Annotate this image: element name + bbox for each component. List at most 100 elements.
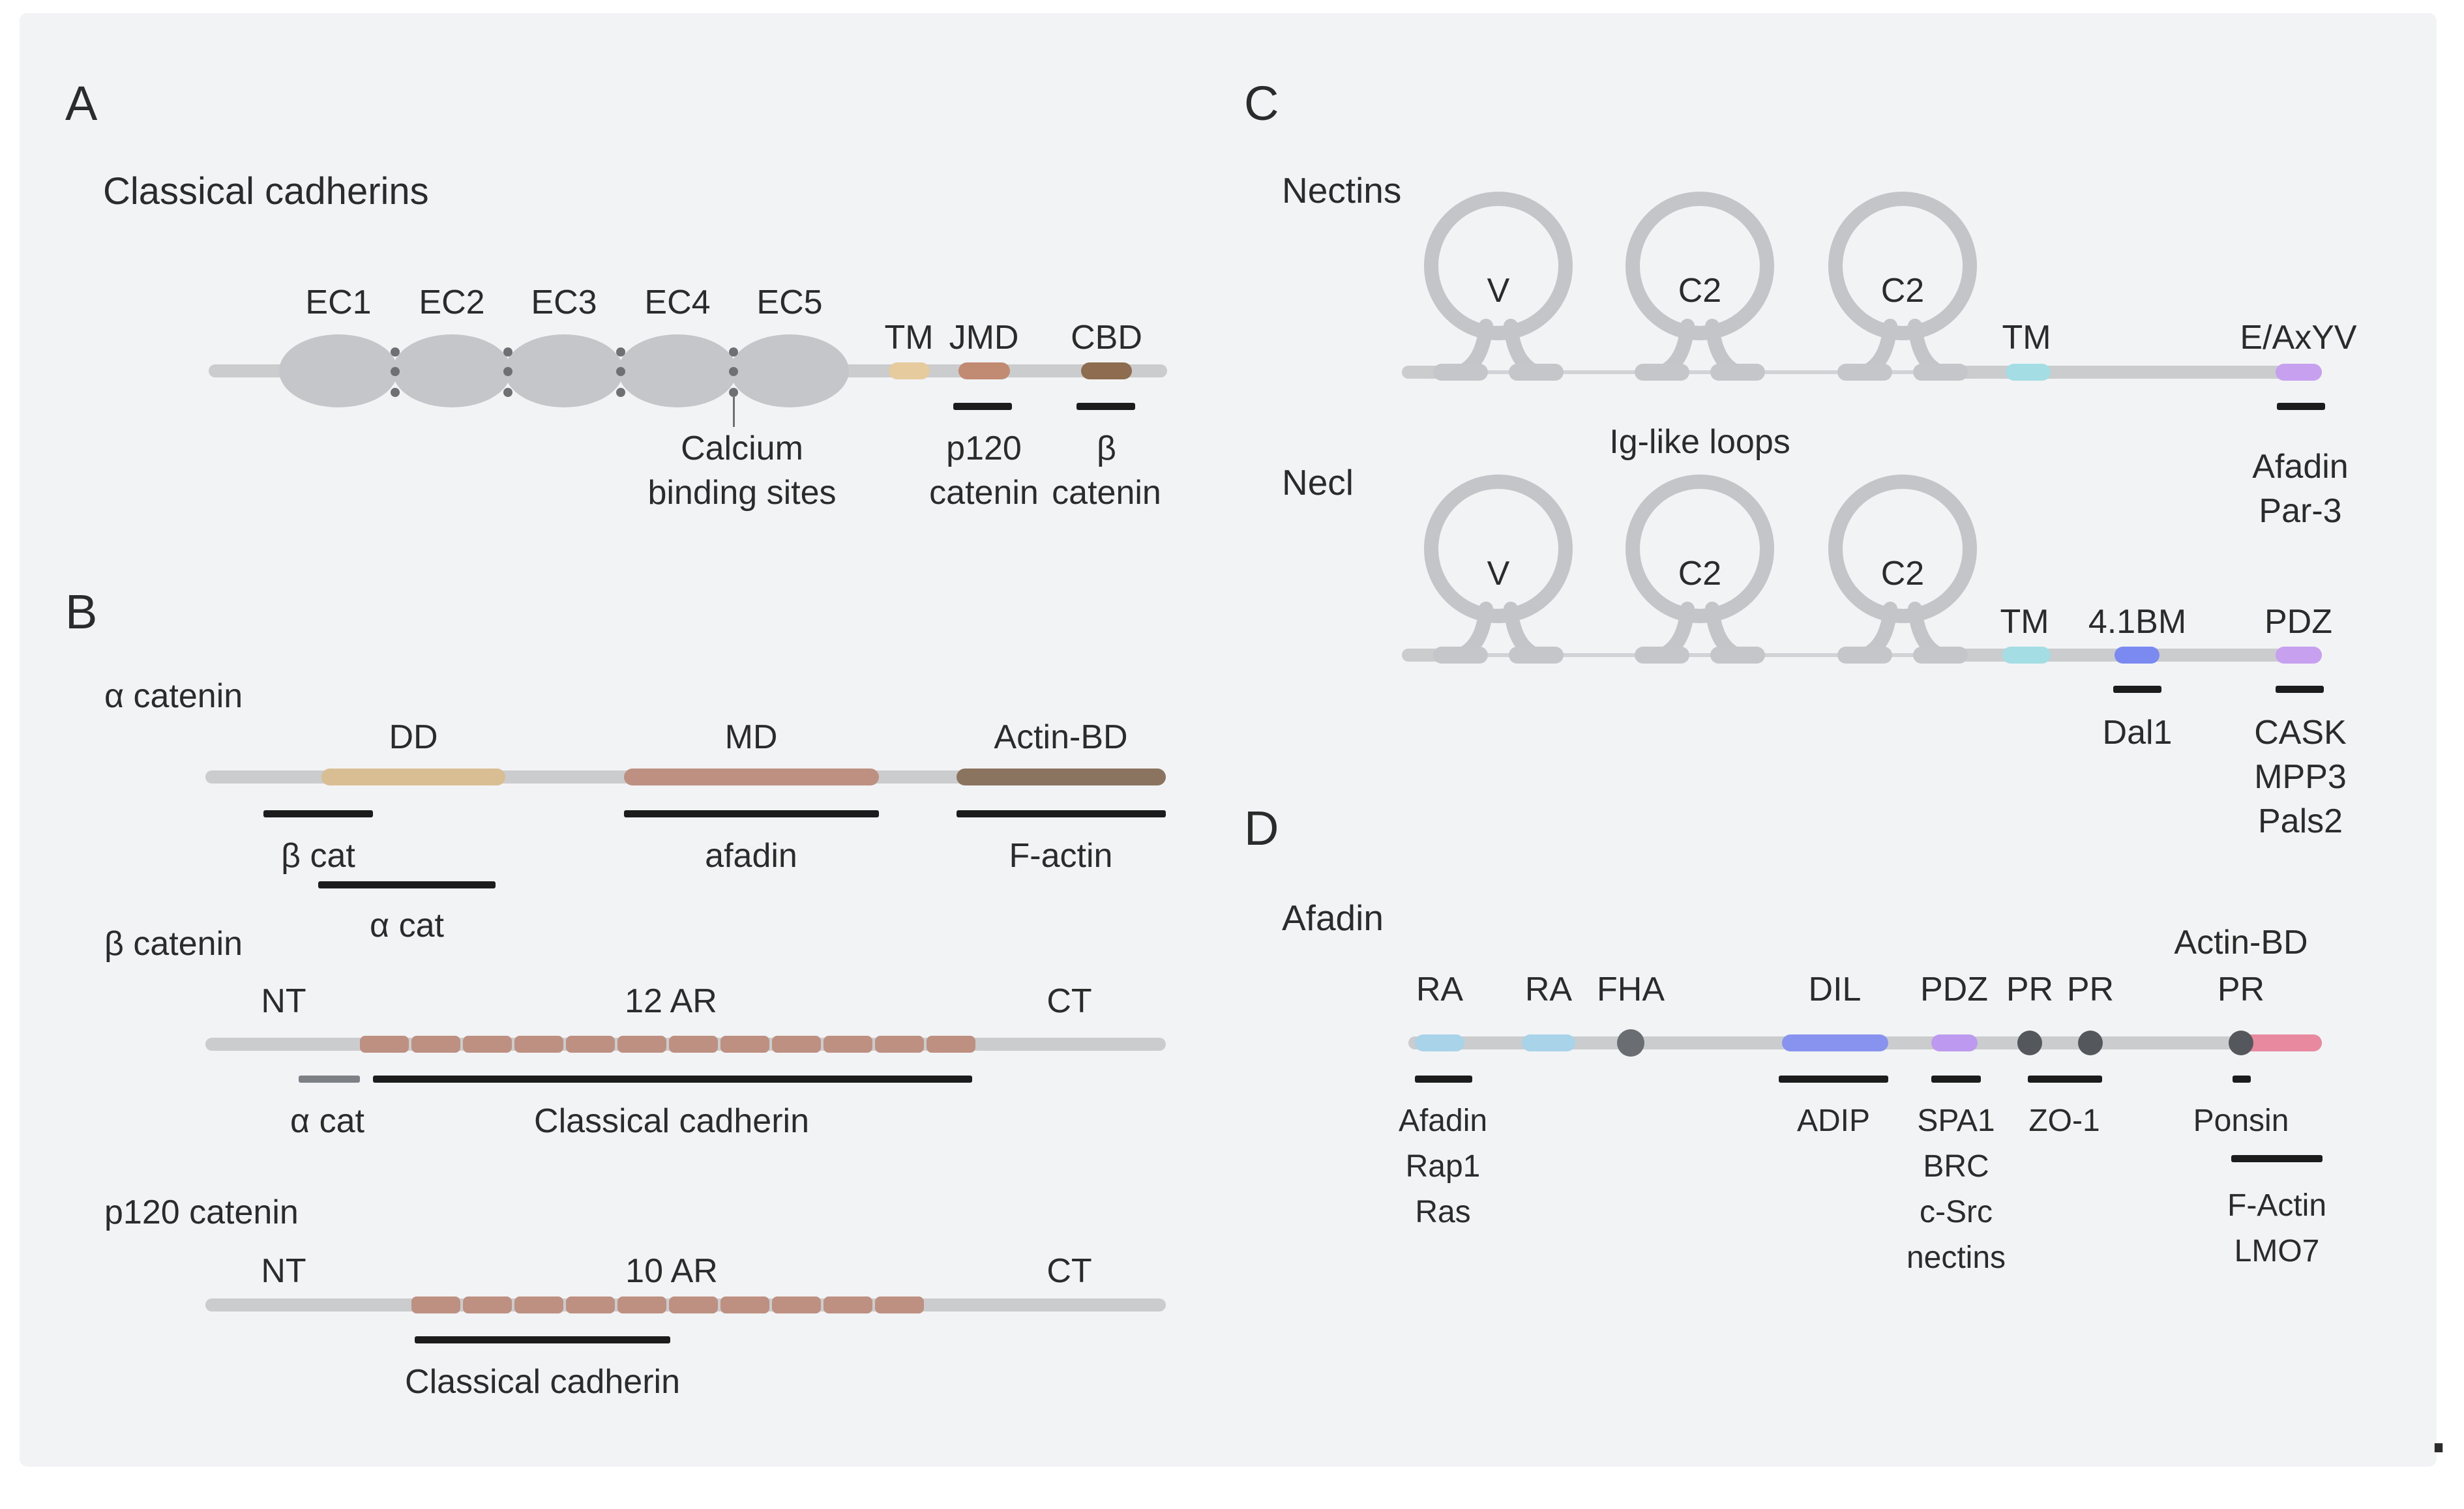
afadin-actinbd-label: Actin-BD [2174,924,2308,961]
ec5-domain [730,334,849,407]
calcium-dot [503,388,512,397]
alpha-cat-binding-underline-gray [299,1076,360,1083]
nectin-binder-par3: Par-3 [2259,492,2342,530]
loop-foot [1837,364,1892,381]
nectin-motif-label: E/AxYV [2240,319,2357,357]
caption-period: . [2427,1375,2451,1471]
afadin-ra2-domain [1522,1034,1575,1051]
loop-foot [1913,364,1968,381]
beta-binder-line2: catenin [1052,474,1161,512]
afadin-binder-spa1: SPA1 [1917,1104,1995,1138]
nectin-motif-domain [2276,364,2322,381]
necl-tm-domain [2002,647,2051,664]
md-label: MD [724,718,778,756]
afadin-ra2-label: RA [1524,971,1573,1008]
calcium-pointer-line [733,397,735,427]
panel-a-title: Classical cadherins [103,170,429,212]
necl-loop-v-label: V [1487,555,1510,593]
beta-armadillo-repeats [360,1036,975,1053]
afadin-binder-afadin: Afadin [1398,1104,1488,1138]
panel-b-letter: B [65,585,98,639]
panel-c-letter: C [1244,76,1279,130]
ec5-label: EC5 [756,284,823,321]
afadin-pr3-domain [2229,1031,2253,1055]
afadin-binder-csrc: c-Src [1920,1195,1993,1229]
tm-domain [889,362,930,379]
beta-binder-line1: β [1097,430,1116,467]
necl-binder-mpp3: MPP3 [2254,758,2347,796]
classical-cadherin-binder-label: Classical cadherin [405,1363,680,1401]
p120-binder-line1: p120 [946,430,1022,467]
figure-background [20,13,2437,1467]
nectin-loop-c2-label: C2 [1880,272,1925,310]
dd-domain [321,769,505,785]
afadin-pr2-domain [2078,1031,2103,1055]
afadin-dil-domain [1782,1034,1888,1051]
afadin-binding-underline [624,810,879,817]
afadin-binder-rap1: Rap1 [1405,1149,1481,1184]
tm-label: TM [884,319,934,357]
beta-catenin-title: β catenin [104,925,243,963]
afadin-binder-ras: Ras [1415,1195,1471,1229]
classical-cadherin-binder-label: Classical cadherin [534,1102,809,1140]
alpha-cat-binder-label: α cat [290,1102,364,1140]
factin-binding-underline [957,810,1166,817]
afadin-title: Afadin [1282,898,1384,938]
afadin-dil-label: DIL [1808,971,1862,1008]
p120-binder-line2: catenin [929,474,1039,512]
md-domain [624,769,879,785]
nectins-title: Nectins [1282,170,1402,211]
afadin-binder-nectins: nectins [1906,1240,2006,1275]
beta-nt-label: NT [261,982,306,1020]
calcium-dot [391,367,400,376]
afadin-pr1-domain [2017,1031,2042,1055]
calcium-dot [616,347,625,357]
loop-foot [1710,647,1765,664]
afadin-pr1-label: PR [2006,971,2054,1008]
afadin-binder-label: afadin [705,837,797,875]
factin-binding-underline [2231,1155,2323,1162]
actinbd-domain [957,769,1166,785]
necl-loop-c2-label: C2 [1880,555,1925,593]
loop-foot [1433,364,1488,381]
beta-ct-label: CT [1046,982,1092,1020]
classical-cadherin-binding-underline [373,1076,972,1083]
calcium-dot [729,347,738,357]
necl-pdz-label: PDZ [2264,603,2332,641]
afadin-binder-brc: BRC [1923,1149,1989,1184]
ec4-domain [618,334,737,407]
ec3-label: EC3 [531,284,597,321]
loop-foot [1509,364,1564,381]
calcium-note-line2: binding sites [647,474,837,512]
spa1-binding-underline [1931,1076,1981,1083]
calcium-note-line1: Calcium [681,430,803,467]
ponsin-binding-underline [2233,1076,2251,1083]
calcium-dot [391,388,400,397]
adip-binding-underline [1779,1076,1888,1083]
beta-catenin-binding-underline [1076,403,1135,410]
afadin-binding-underline [2277,403,2325,410]
cbd-label: CBD [1071,319,1142,357]
dd-label: DD [389,718,438,756]
actinbd-label: Actin-BD [994,718,1128,756]
ec2-label: EC2 [419,284,485,321]
ec2-domain [393,334,511,407]
nectin-loop-v-label: V [1487,272,1510,310]
necl-binder-dal1: Dal1 [2102,714,2173,752]
afadin-pdz-label: PDZ [1920,971,1988,1008]
alpha-catenin-title: α catenin [104,677,243,715]
calcium-dot [391,347,400,357]
ig-like-loops-note: Ig-like loops [1609,423,1790,461]
loop-foot [1635,364,1689,381]
calcium-dot [616,367,625,376]
necl-title: Necl [1282,462,1354,503]
afadin-binder-zo1: ZO-1 [2028,1104,2100,1138]
necl-tm-label: TM [2000,603,2049,641]
zo1-binding-underline [2028,1076,2102,1083]
nectin-loop-c2-label: C2 [1678,272,1722,310]
panel-a-letter: A [65,76,98,130]
necl-41bm-domain [2115,647,2160,664]
afadin-pr2-label: PR [2066,971,2115,1008]
calcium-dot [503,367,512,376]
